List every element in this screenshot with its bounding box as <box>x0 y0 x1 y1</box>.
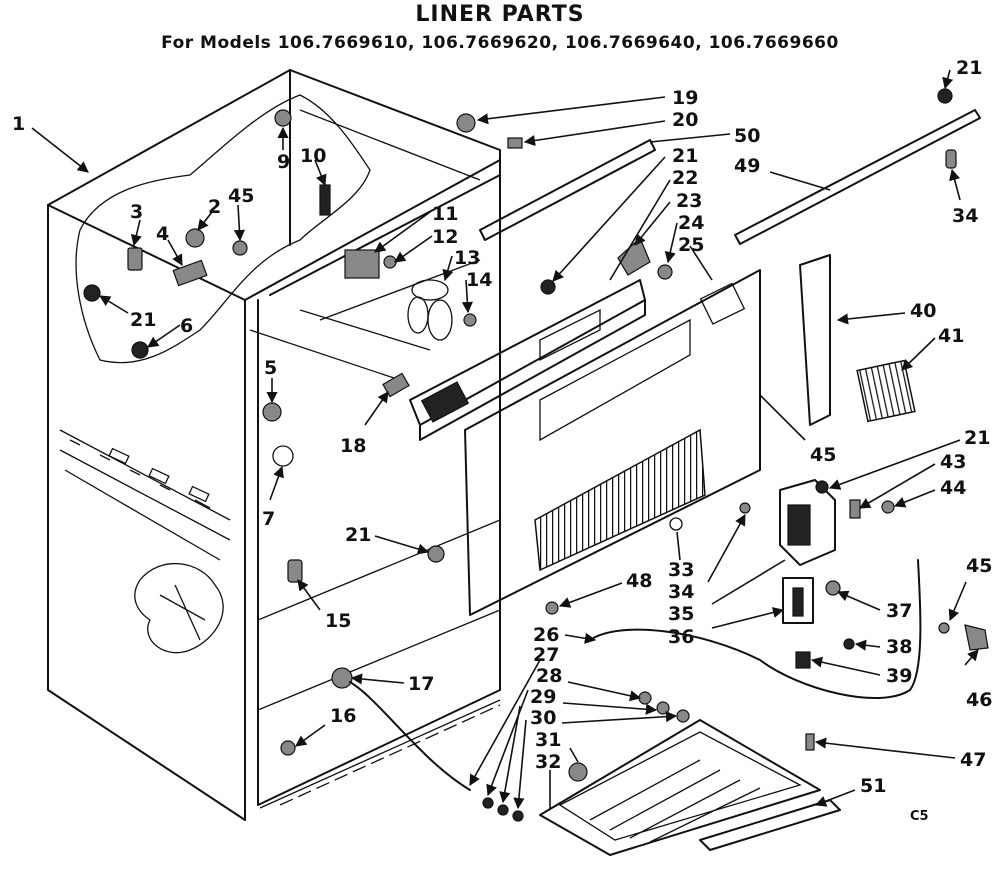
callout-39: 39 <box>886 665 912 687</box>
callout-5: 5 <box>264 357 277 379</box>
callout-45: 45 <box>228 185 254 207</box>
callout-27: 27 <box>533 644 559 666</box>
callout-49: 49 <box>734 155 760 177</box>
callout-33: 33 <box>668 559 694 581</box>
callout-23: 23 <box>676 190 702 212</box>
callout-37: 37 <box>886 600 912 622</box>
callout-12: 12 <box>432 226 458 248</box>
diagram-subtitle: For Models 106.7669610, 106.7669620, 106… <box>161 33 839 53</box>
callout-25: 25 <box>678 234 704 256</box>
callout-21: 21 <box>964 427 990 449</box>
callout-34: 34 <box>952 205 978 227</box>
callout-35: 35 <box>668 603 694 625</box>
light-housing <box>799 254 916 426</box>
callout-14: 14 <box>466 269 492 291</box>
callout-41: 41 <box>938 325 964 347</box>
control-block <box>739 479 895 669</box>
callout-21: 21 <box>345 524 371 546</box>
callout-19: 19 <box>672 87 698 109</box>
callout-3: 3 <box>130 201 143 223</box>
drain-tube-and-tray <box>482 559 989 856</box>
callout-21: 21 <box>672 145 698 167</box>
callout-17: 17 <box>408 673 434 695</box>
evaporator-cover-panel <box>427 269 761 616</box>
callout-48: 48 <box>626 570 652 592</box>
callout-36: 36 <box>668 626 694 648</box>
callout-30: 30 <box>530 707 556 729</box>
callout-4: 4 <box>156 223 169 245</box>
callout-45: 45 <box>810 444 836 466</box>
callout-22: 22 <box>672 167 698 189</box>
callout-45: 45 <box>966 555 992 577</box>
air-duct-assembly <box>409 113 673 441</box>
callout-2: 2 <box>208 196 221 218</box>
callout-1: 1 <box>12 113 25 135</box>
callout-21: 21 <box>956 57 982 79</box>
callout-40: 40 <box>910 300 936 322</box>
callout-15: 15 <box>325 610 351 632</box>
callout-10: 10 <box>300 145 326 167</box>
callout-11: 11 <box>432 203 458 225</box>
callout-38: 38 <box>886 636 912 658</box>
cabinet-liner <box>47 69 501 821</box>
callout-31: 31 <box>535 729 561 751</box>
diagram-title: LINER PARTS <box>415 2 585 27</box>
callout-20: 20 <box>672 109 698 131</box>
top-rail <box>734 88 981 245</box>
callout-29: 29 <box>530 686 556 708</box>
callout-7: 7 <box>262 508 275 530</box>
callout-46: 46 <box>966 689 992 711</box>
callout-44: 44 <box>940 477 966 499</box>
callout-labels: 1 3 2 45 4 9 10 21 6 11 12 13 14 5 7 18 … <box>12 57 992 797</box>
callout-6: 6 <box>180 315 193 337</box>
callout-13: 13 <box>454 247 480 269</box>
callout-50: 50 <box>734 125 760 147</box>
callout-28: 28 <box>536 665 562 687</box>
callout-47: 47 <box>960 749 986 771</box>
leader-lines <box>31 69 979 810</box>
corner-code: C5 <box>910 809 929 824</box>
callout-32: 32 <box>535 751 561 773</box>
callout-34: 34 <box>668 581 694 603</box>
callout-26: 26 <box>533 624 559 646</box>
callout-51: 51 <box>860 775 886 797</box>
callout-24: 24 <box>678 212 704 234</box>
callout-9: 9 <box>277 151 290 173</box>
liner-small-parts <box>83 109 477 791</box>
callout-18: 18 <box>340 435 366 457</box>
callout-21: 21 <box>130 309 156 331</box>
callout-43: 43 <box>940 451 966 473</box>
callout-16: 16 <box>330 705 356 727</box>
